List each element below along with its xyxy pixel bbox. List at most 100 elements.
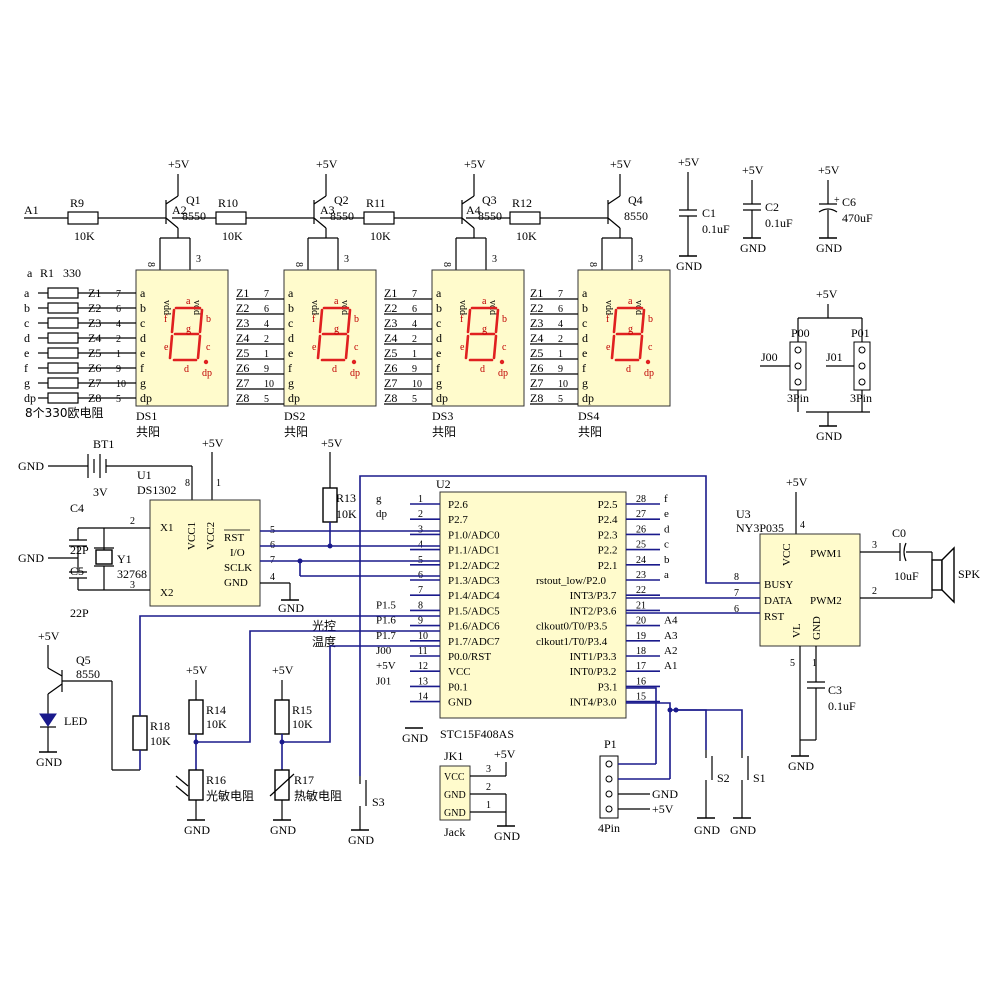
- seg-pin-num: 5: [116, 394, 121, 405]
- s2-gnd-label: GND: [694, 823, 720, 837]
- sensor-section: +5V R14 10K GND R16 光敏电阻 +5V R15 10K GND…: [175, 630, 440, 847]
- jack-section: JK1 VCC GND GND Jack 3 2 1 +5V GND: [439, 747, 520, 843]
- vdd-pin3: 3: [196, 254, 201, 265]
- u1-pin-x1: X1: [160, 522, 173, 534]
- c6-vcc-label: +5V: [818, 163, 840, 177]
- glyph-seg-label: g: [186, 324, 191, 335]
- q-part: 8550: [330, 209, 354, 223]
- u2-pin-num: 13: [418, 676, 428, 687]
- glyph-seg-label: dp: [498, 368, 508, 379]
- led-label: LED: [64, 714, 88, 728]
- u2-net-11: J00: [376, 645, 392, 657]
- s2-ref: S2: [717, 771, 730, 785]
- ds1302-chip: [149, 499, 261, 607]
- glyph-seg-label: b: [502, 314, 507, 325]
- rnet-value: 330: [63, 266, 81, 280]
- u2-pin-num: 24: [636, 555, 646, 566]
- u2-pin-num: 27: [636, 509, 646, 520]
- p00-net: J00: [761, 350, 778, 364]
- z-label: Z4: [384, 331, 397, 345]
- seg-label-e: e: [436, 346, 441, 360]
- c1-vcc-label: +5V: [678, 155, 700, 169]
- seg-label-f: f: [288, 361, 292, 375]
- seg-label-f: f: [582, 361, 586, 375]
- z-label: Z4: [236, 331, 249, 345]
- rnet-pin-c: c: [24, 316, 29, 330]
- headers-p00-p01: +5V P00 P01 J00 J01 3Pin 3Pin GND: [760, 287, 872, 443]
- seg-label-a: a: [140, 286, 146, 300]
- u2-pin-28: P2.5: [598, 499, 618, 511]
- u2-net-10: P1.7: [376, 630, 396, 642]
- q-vcc-label: +5V: [610, 157, 632, 171]
- speaker-label: SPK: [958, 567, 980, 581]
- u2-pin-9: P1.6/ADC6: [448, 621, 500, 633]
- p1-gnd-label: GND: [652, 787, 678, 801]
- u3-part: NY3P035: [736, 521, 784, 535]
- z-label: Z7: [530, 376, 543, 390]
- u2-net-25: c: [664, 539, 669, 551]
- u3-pin5: 5: [790, 658, 795, 669]
- r15-ref: R15: [292, 703, 312, 717]
- digit-input-A1: A1: [24, 203, 39, 217]
- seg-pin-num: 2: [558, 334, 563, 345]
- u1-gnd-label: GND: [278, 601, 304, 615]
- vdd-pin8: 8: [145, 262, 156, 267]
- glyph-seg-label: dp: [644, 368, 654, 379]
- seg-label-g: g: [288, 376, 294, 390]
- r18-ref: R18: [150, 719, 170, 733]
- u2-part: STC15F408AS: [440, 727, 514, 741]
- rnet-resistor: [47, 302, 79, 314]
- c0-value: 10uF: [894, 569, 919, 583]
- glyph-seg-label: d: [332, 364, 337, 375]
- c1-value: 0.1uF: [702, 222, 730, 236]
- r14-vcc-label: +5V: [186, 663, 208, 677]
- seg-label-b: b: [288, 301, 294, 315]
- glyph-seg-label: g: [628, 324, 633, 335]
- r16-ref: R16: [206, 773, 226, 787]
- u3-pin1: 1: [812, 658, 817, 669]
- rnet-resistor: [47, 392, 79, 404]
- seg-label-a: a: [436, 286, 442, 300]
- glyph-seg-label: g: [334, 324, 339, 335]
- q-ref: Q2: [334, 193, 349, 207]
- s3-gnd-label: GND: [348, 833, 374, 847]
- rnet-pin-d: d: [24, 331, 30, 345]
- q-vcc-label: +5V: [316, 157, 338, 171]
- glyph-seg-label: c: [648, 342, 653, 353]
- jk1-vcc-label: +5V: [494, 747, 516, 761]
- u2-ref: U2: [436, 477, 451, 491]
- speaker-icon: [931, 559, 943, 591]
- display-DS4: [577, 269, 671, 407]
- seg-pin-num: 2: [264, 334, 269, 345]
- u2-pin-num: 3: [418, 524, 423, 535]
- bt1-ref: BT1: [93, 437, 114, 451]
- u2-pin-26: P2.3: [598, 529, 618, 541]
- c2-gnd-label: GND: [740, 241, 766, 255]
- u2-pin-15: INT4/P3.0: [570, 697, 617, 709]
- z-label: Z7: [236, 376, 249, 390]
- p01-type: 3Pin: [850, 391, 872, 405]
- seg-label-b: b: [140, 301, 146, 315]
- u2-pin-19: clkout1/T0/P3.4: [536, 636, 608, 648]
- u3-pin3: 3: [872, 540, 877, 551]
- hdr-gnd-label: GND: [816, 429, 842, 443]
- z-label: Z3: [236, 316, 249, 330]
- net-note-light: 光控: [312, 619, 336, 633]
- u2-pin-22: INT3/P3.7: [570, 590, 617, 602]
- u1-pin-gnd: GND: [224, 577, 248, 589]
- z-label: Z1: [236, 286, 249, 300]
- q5-part: 8550: [76, 667, 100, 681]
- u1-pin3-num: 3: [130, 580, 135, 591]
- seg-label-d: d: [436, 331, 442, 345]
- rnet-pin-g: g: [24, 376, 30, 390]
- p1-ref: P1: [604, 737, 617, 751]
- z-label: Z5: [384, 346, 397, 360]
- glyph-seg-label: b: [206, 314, 211, 325]
- c5-value: 22P: [70, 606, 89, 620]
- p1-header: [599, 755, 619, 819]
- u1-ref: U1: [137, 468, 152, 482]
- p01-header: [853, 341, 871, 391]
- u2-pin-2: P2.7: [448, 514, 468, 526]
